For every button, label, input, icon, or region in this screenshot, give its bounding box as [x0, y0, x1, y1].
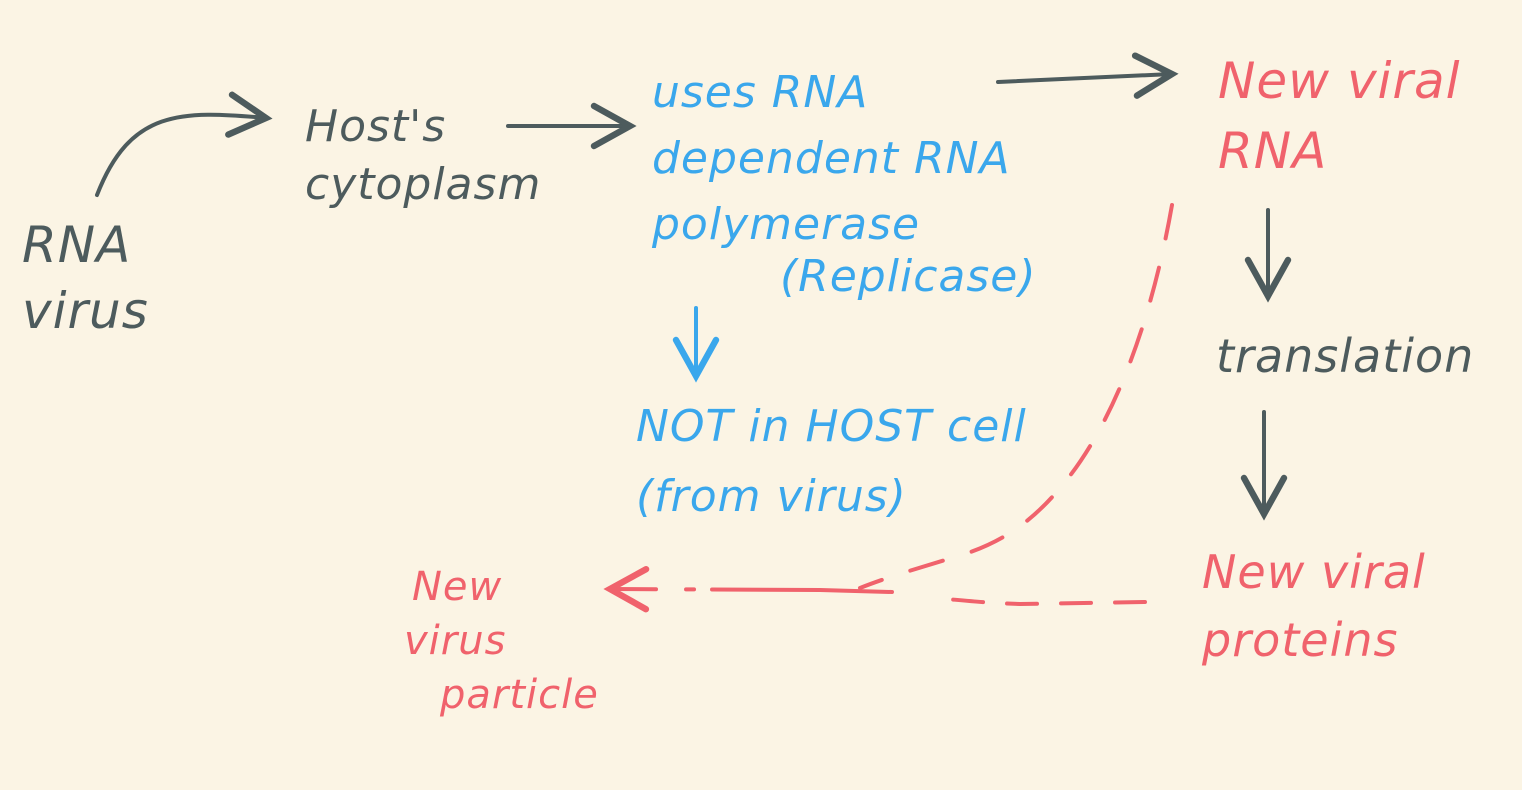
dashed-path-proteins-to-particle: [933, 596, 1147, 607]
node-text-line: New viral: [1202, 545, 1426, 599]
node-text-line: uses RNA: [652, 67, 869, 118]
node-new-virus-particle: New virus particle: [404, 560, 599, 722]
node-not-in-host: NOT in HOST cell (from virus): [636, 392, 1027, 532]
dashed-path-new-rna-to-particle: [858, 203, 1174, 590]
node-new-viral-proteins: New viral proteins: [1202, 538, 1426, 674]
node-new-viral-rna: New viral RNA: [1218, 46, 1461, 186]
node-text-line: polymerase: [652, 199, 921, 250]
node-text-line: particle: [440, 672, 599, 718]
node-text-line: proteins: [1202, 613, 1399, 667]
node-text-line: virus: [22, 282, 149, 340]
node-text-line: Host's: [305, 101, 447, 152]
node-text-line: virus: [404, 618, 507, 664]
node-replicase: uses RNA dependent RNA polymerase (Repli…: [652, 60, 1037, 310]
node-text-line: cytoplasm: [305, 159, 542, 210]
node-translation: translation: [1216, 326, 1474, 386]
arrow-replicase-to-new-rna: [996, 52, 1179, 99]
node-text-line: NOT in HOST cell: [636, 401, 1027, 452]
node-text-line: translation: [1216, 329, 1475, 383]
node-host-cytoplasm: Host's cytoplasm: [305, 98, 541, 214]
node-text-line: RNA: [1218, 122, 1328, 180]
node-text-line: (from virus): [636, 471, 907, 522]
node-text-line: New viral: [1218, 52, 1461, 110]
node-text-line: New: [412, 564, 503, 610]
node-text-line: dependent RNA: [652, 133, 1011, 184]
node-rna-virus: RNA virus: [22, 212, 149, 344]
node-text-line: (Replicase): [780, 251, 1037, 302]
node-text-line: RNA: [22, 216, 132, 274]
arrow-virus-to-cytoplasm: [95, 91, 273, 197]
arrow-into-new-virus-particle: [603, 565, 894, 613]
